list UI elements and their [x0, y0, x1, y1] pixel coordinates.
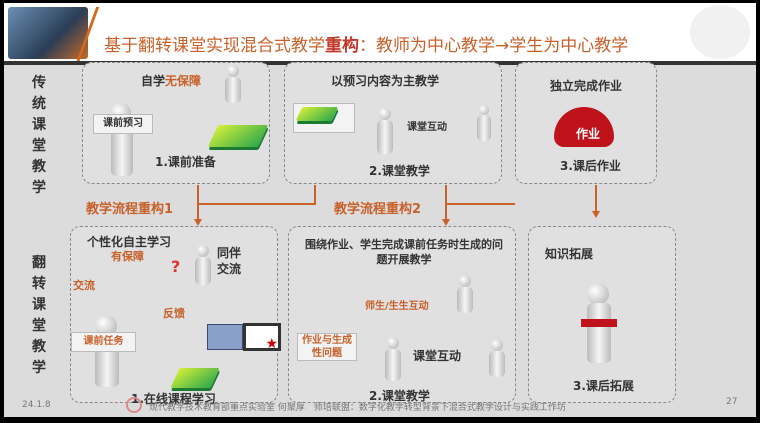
interaction-label: 师生/生生互动 [365, 301, 429, 312]
sign-pre-class-task: 课前任务 [71, 332, 136, 352]
panel-online-learning: 个性化自主学习 有保障 同伴交流 ? 交流 反馈 课前任务 ★ 1.在线课程学习 [70, 226, 281, 406]
page-number: 27 [726, 397, 738, 407]
slide: 基于翻转课堂实现混合式教学重构：教师为中心教学→学生为中心教学 传统课堂教学 翻… [4, 3, 756, 417]
arrow-down-icon [592, 211, 600, 218]
title-bold: 重构 [325, 36, 359, 56]
panel-class-teaching-flipped: 围绕作业、学生完成课前任务时生成的问题开展教学 师生/生生互动 作业与生成性问题… [288, 226, 516, 403]
flow-label-2: 教学流程重构2 [334, 202, 422, 217]
connector [445, 203, 515, 205]
footer-text: 现代教学技术教育部重点实验室 何聚厚 师培联盟：数字化教学转型背景下混合式教学设… [149, 403, 566, 413]
seal-icon [126, 397, 142, 413]
panel-heading: 知识拓展 [545, 247, 594, 261]
panel-heading: 围绕作业、学生完成课前任务时生成的问题开展教学 [305, 238, 503, 266]
panel-caption: 2.课堂教学 [369, 164, 430, 178]
board-homework-questions: 作业与生成性问题 [297, 333, 357, 361]
interaction-label: 课堂互动 [413, 349, 462, 363]
panel-heading: 独立完成作业 [550, 79, 623, 93]
panel-class-teaching: 以预习内容为主教学 课堂互动 2.课堂教学 [284, 62, 502, 184]
title-prefix: 基于翻转课堂实现混合式教学 [104, 36, 325, 56]
connector [595, 185, 597, 213]
slide-title: 基于翻转课堂实现混合式教学重构：教师为中心教学→学生为中心教学 [104, 31, 628, 56]
connector [314, 185, 316, 205]
panel-heading: 以预习内容为主教学 [331, 74, 440, 88]
side-label-traditional: 传统课堂教学 [32, 75, 46, 196]
panel-homework: 独立完成作业 作业 3.课后作业 [515, 62, 657, 184]
feedback-label: 反馈 [163, 307, 185, 320]
video-icon: ★ [243, 323, 281, 352]
header: 基于翻转课堂实现混合式教学重构：教师为中心教学→学生为中心教学 [4, 3, 756, 63]
panel-extension: 知识拓展 3.课后拓展 [528, 226, 676, 403]
notebook-icon [207, 324, 243, 350]
title-suffix: ：教师为中心教学→学生为中心教学 [359, 36, 629, 56]
panel-caption: 1.在线课程学习 [131, 392, 216, 406]
arrow-down-icon [442, 219, 450, 226]
book-icon [295, 107, 339, 121]
flow-label-1: 教学流程重构1 [86, 202, 174, 217]
guarantee-label: 有保障 [111, 250, 144, 263]
question-mark-icon: ? [171, 257, 181, 276]
interaction-label: 课堂互动 [407, 122, 447, 133]
panel-pre-class: 自学无保障 课前预习 1.课前准备 [82, 62, 270, 184]
panel-caption: 3.课后作业 [560, 159, 621, 173]
panel-heading: 个性化自主学习 [87, 235, 172, 249]
homework-sign: 作业 [576, 127, 601, 141]
panel-caption: 2.课堂教学 [369, 389, 430, 403]
panel-caption: 3.课后拓展 [573, 379, 634, 393]
panel-caption: 1.课前准备 [155, 155, 216, 169]
side-label-flipped: 翻转课堂教学 [32, 255, 46, 376]
exchange-label: 交流 [73, 279, 95, 292]
watermark [690, 5, 750, 59]
peer-exchange-label: 同伴交流 [217, 246, 242, 276]
homework-figure [554, 107, 614, 147]
connector [197, 203, 315, 205]
book-icon [207, 125, 269, 147]
book-icon [170, 368, 220, 388]
footer-date: 24.1.8 [22, 400, 51, 410]
arrow-down-icon [194, 219, 202, 226]
logo-image [8, 7, 88, 59]
panel-heading: 自学无保障 [141, 74, 202, 88]
sign-pre-study: 课前预习 [93, 114, 153, 134]
